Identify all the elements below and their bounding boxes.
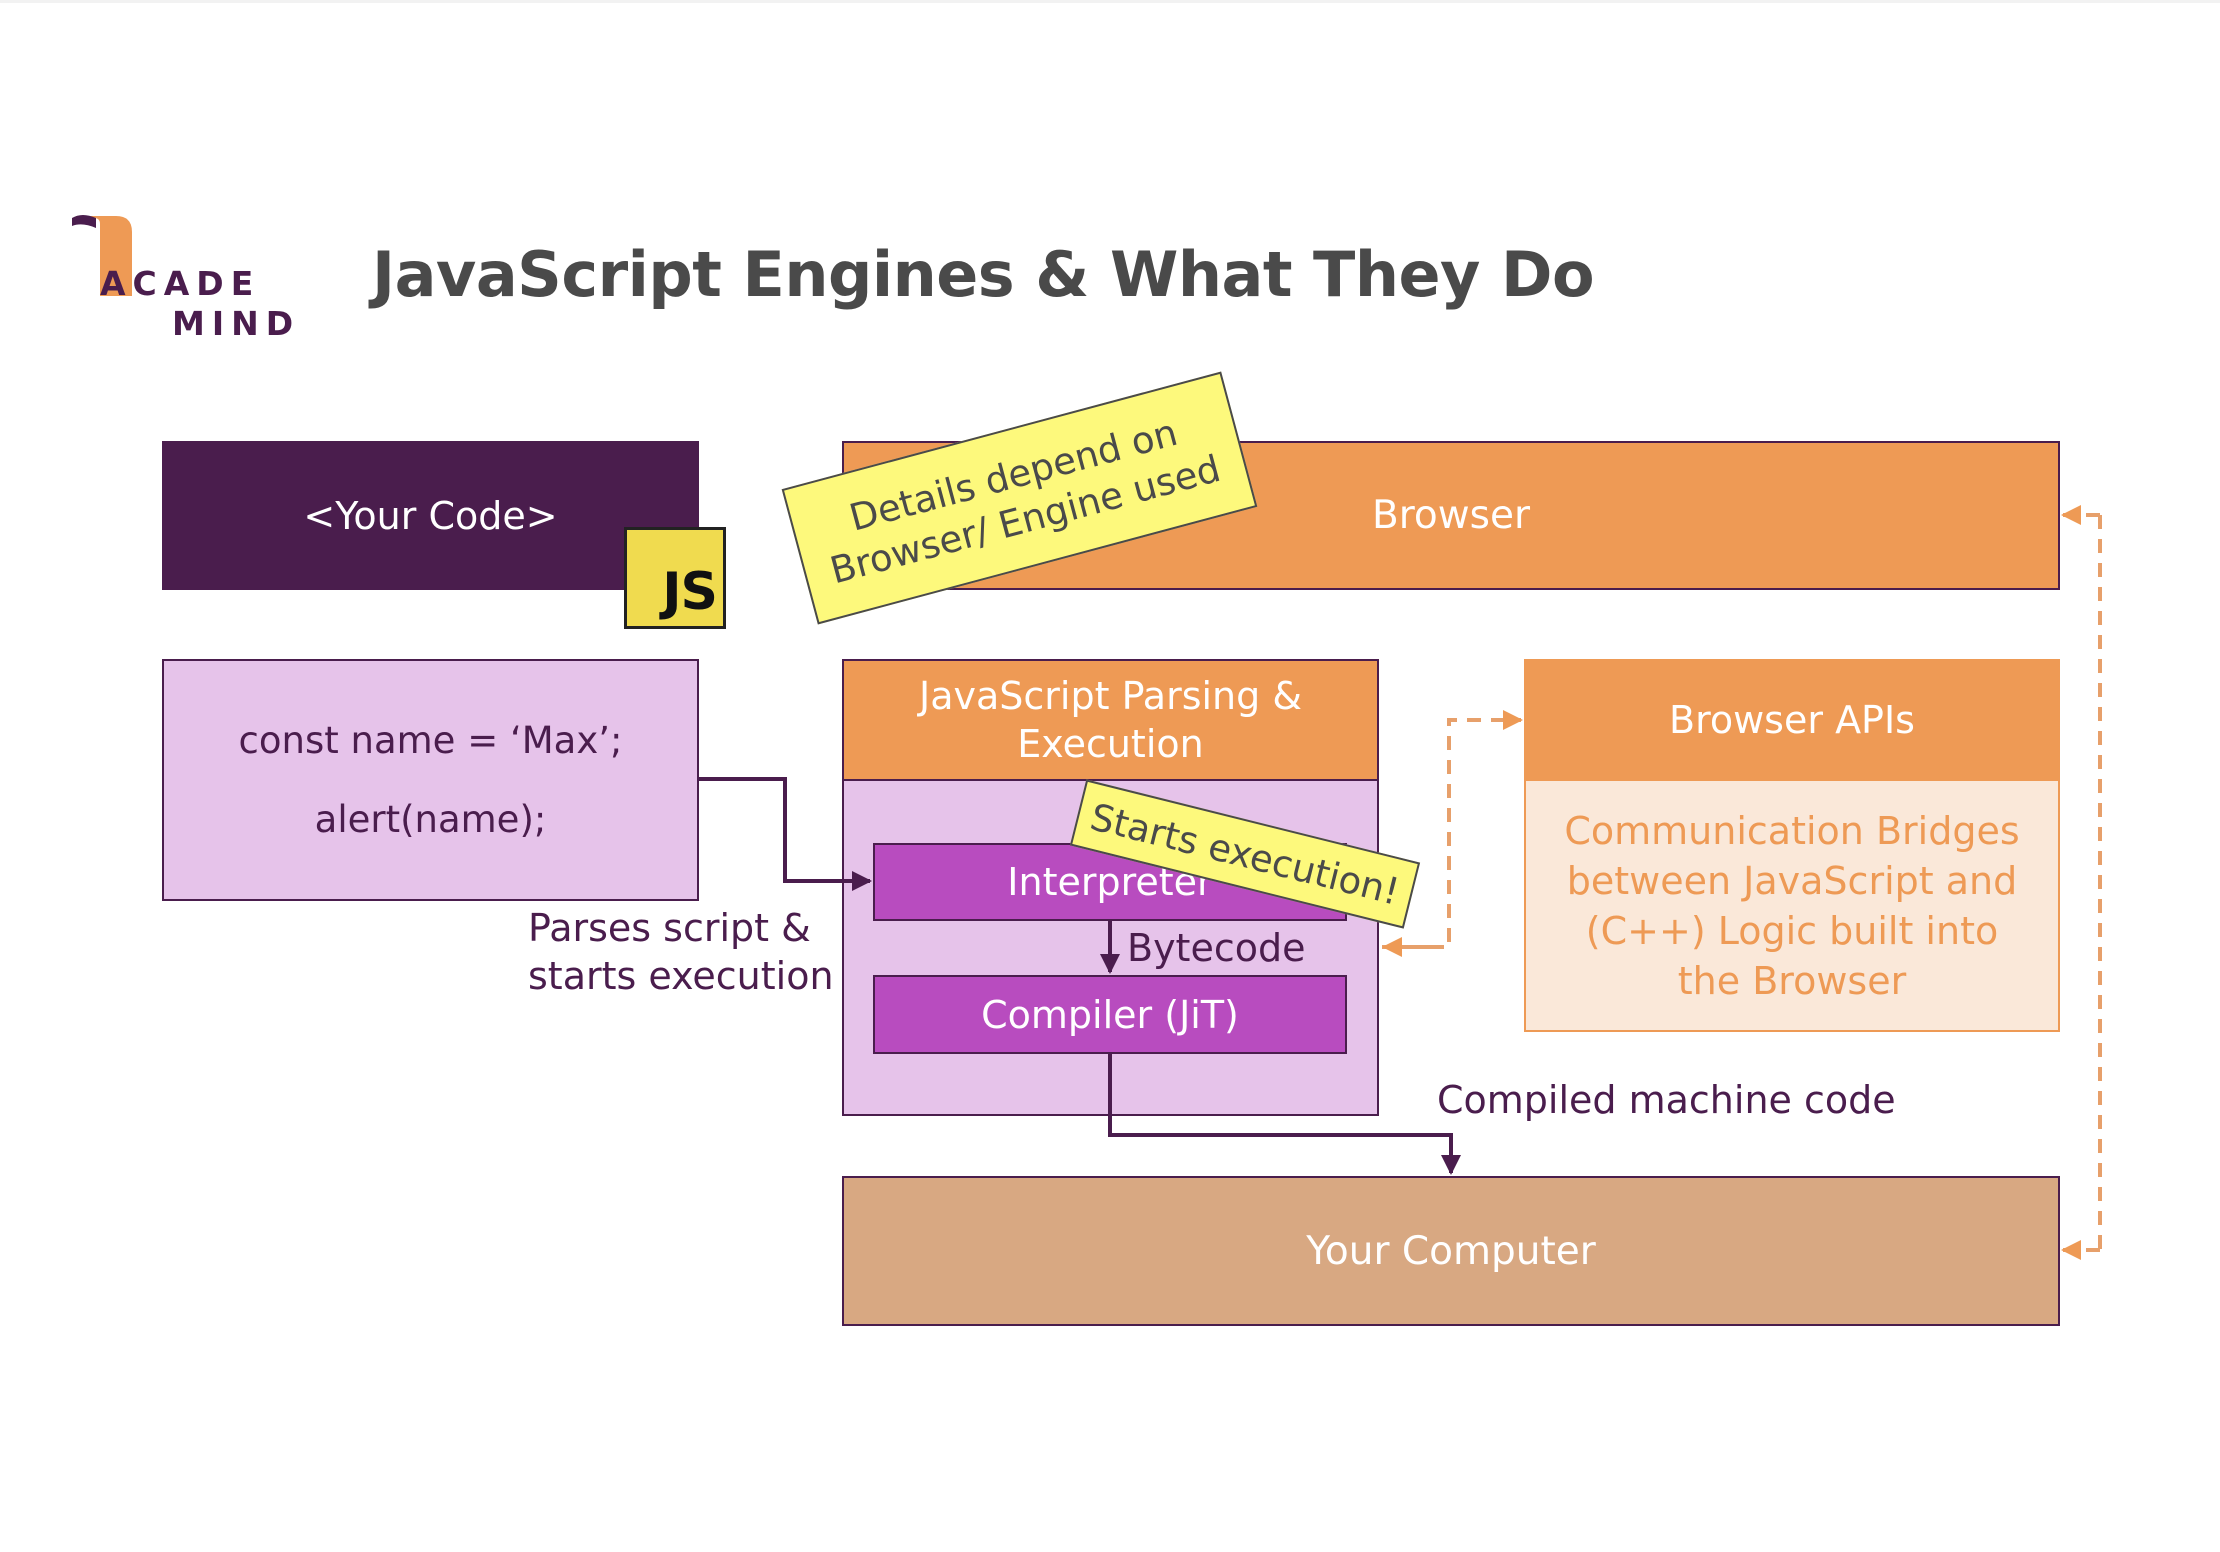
parses-script-label: Parses script & starts execution <box>528 904 834 1000</box>
code-line: alert(name); <box>314 798 547 841</box>
your-computer-label: Your Computer <box>1306 1228 1596 1274</box>
engine-header: JavaScript Parsing & Execution <box>842 659 1379 781</box>
engine-header-label: JavaScript Parsing & Execution <box>919 674 1302 766</box>
browser-apis-body: Communication Bridges between JavaScript… <box>1564 808 2020 1003</box>
compiled-machine-code-label: Compiled machine code <box>1437 1078 1896 1122</box>
parses-label-line: Parses script & <box>528 906 811 950</box>
academind-logo-icon <box>72 215 132 296</box>
compiler-box: Compiler (JiT) <box>873 975 1347 1054</box>
browser-apis-description: Communication Bridges between JavaScript… <box>1524 781 2060 1032</box>
compiler-label: Compiler (JiT) <box>981 992 1239 1037</box>
your-computer-box: Your Computer <box>842 1176 2060 1326</box>
academind-logo: ACADE MIND <box>72 212 302 343</box>
code-line: const name = ‘Max’; <box>238 719 623 762</box>
your-code-label: <Your Code> <box>303 493 558 538</box>
page-title: JavaScript Engines & What They Do <box>372 238 1595 311</box>
top-rule <box>0 0 2220 3</box>
browser-apis-header: Browser APIs <box>1524 659 2060 781</box>
logo-word-acade: ACADE <box>100 264 261 303</box>
js-badge-label: JS <box>662 562 718 622</box>
parses-label-line: starts execution <box>528 954 834 998</box>
logo-word-mind: MIND <box>172 304 301 343</box>
browser-apis-title: Browser APIs <box>1669 698 1915 742</box>
js-logo-icon: JS <box>624 527 726 629</box>
browser-label: Browser <box>1371 493 1531 538</box>
bytecode-label: Bytecode <box>1127 926 1306 970</box>
your-code-box: <Your Code> <box>162 441 699 590</box>
code-sample-box: const name = ‘Max’; alert(name); <box>162 659 699 901</box>
